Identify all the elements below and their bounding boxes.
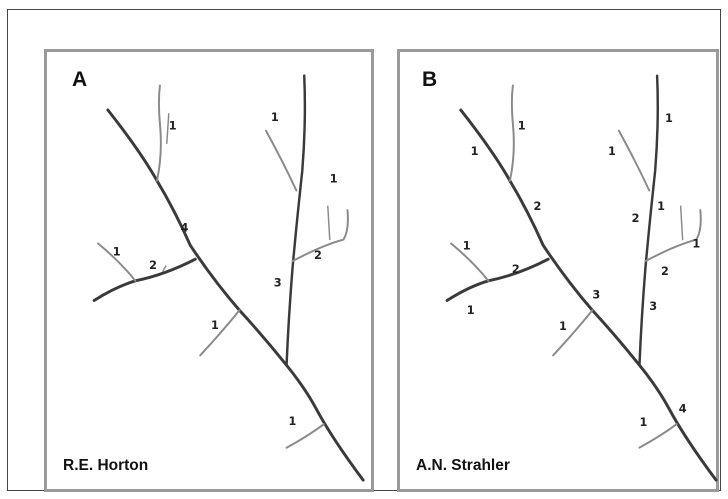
order-label: 1 (665, 112, 673, 125)
panel-horton: 1 1 4 1 2 3 1 2 1 1 A R.E. Horton (44, 49, 374, 492)
order-label: 2 (314, 249, 322, 262)
panel-letter-a: A (72, 68, 88, 91)
order-label: 1 (113, 245, 121, 258)
order-label: 1 (657, 200, 665, 213)
caption-horton: R.E. Horton (63, 457, 149, 474)
stream-network-horton: 1 1 4 1 2 3 1 2 1 1 (92, 74, 365, 482)
order-label: 1 (169, 120, 177, 133)
figure-frame: 1 1 4 1 2 3 1 2 1 1 A R.E. Horton (7, 9, 721, 492)
order-label: 1 (518, 120, 526, 133)
order-label: 4 (679, 402, 687, 415)
order-label: 3 (649, 300, 657, 313)
stream-network-strahler: 1 1 2 1 1 2 1 1 1 2 3 1 2 3 1 1 4 (445, 74, 718, 482)
order-label: 2 (632, 212, 640, 225)
order-label: 2 (512, 263, 520, 276)
order-label: 2 (533, 200, 541, 213)
order-label: 2 (149, 259, 157, 272)
order-label: 3 (274, 277, 282, 290)
order-label: 1 (559, 320, 567, 333)
order-label: 1 (289, 415, 297, 428)
order-label: 1 (463, 239, 471, 252)
order-label: 3 (592, 288, 600, 301)
order-label: 1 (330, 173, 338, 186)
order-label: 1 (471, 145, 479, 158)
order-label: 1 (467, 304, 475, 317)
order-label: 1 (608, 145, 616, 158)
order-label: 1 (692, 237, 700, 250)
order-label: 1 (211, 319, 219, 332)
order-label: 4 (181, 222, 189, 235)
order-label: 2 (661, 265, 669, 278)
caption-strahler: A.N. Strahler (416, 457, 510, 474)
order-label: 1 (639, 416, 647, 429)
order-label: 1 (271, 111, 279, 124)
panel-letter-b: B (422, 68, 438, 91)
panel-strahler: 1 1 2 1 1 2 1 1 1 2 3 1 2 3 1 1 4 B A.N.… (397, 49, 719, 492)
